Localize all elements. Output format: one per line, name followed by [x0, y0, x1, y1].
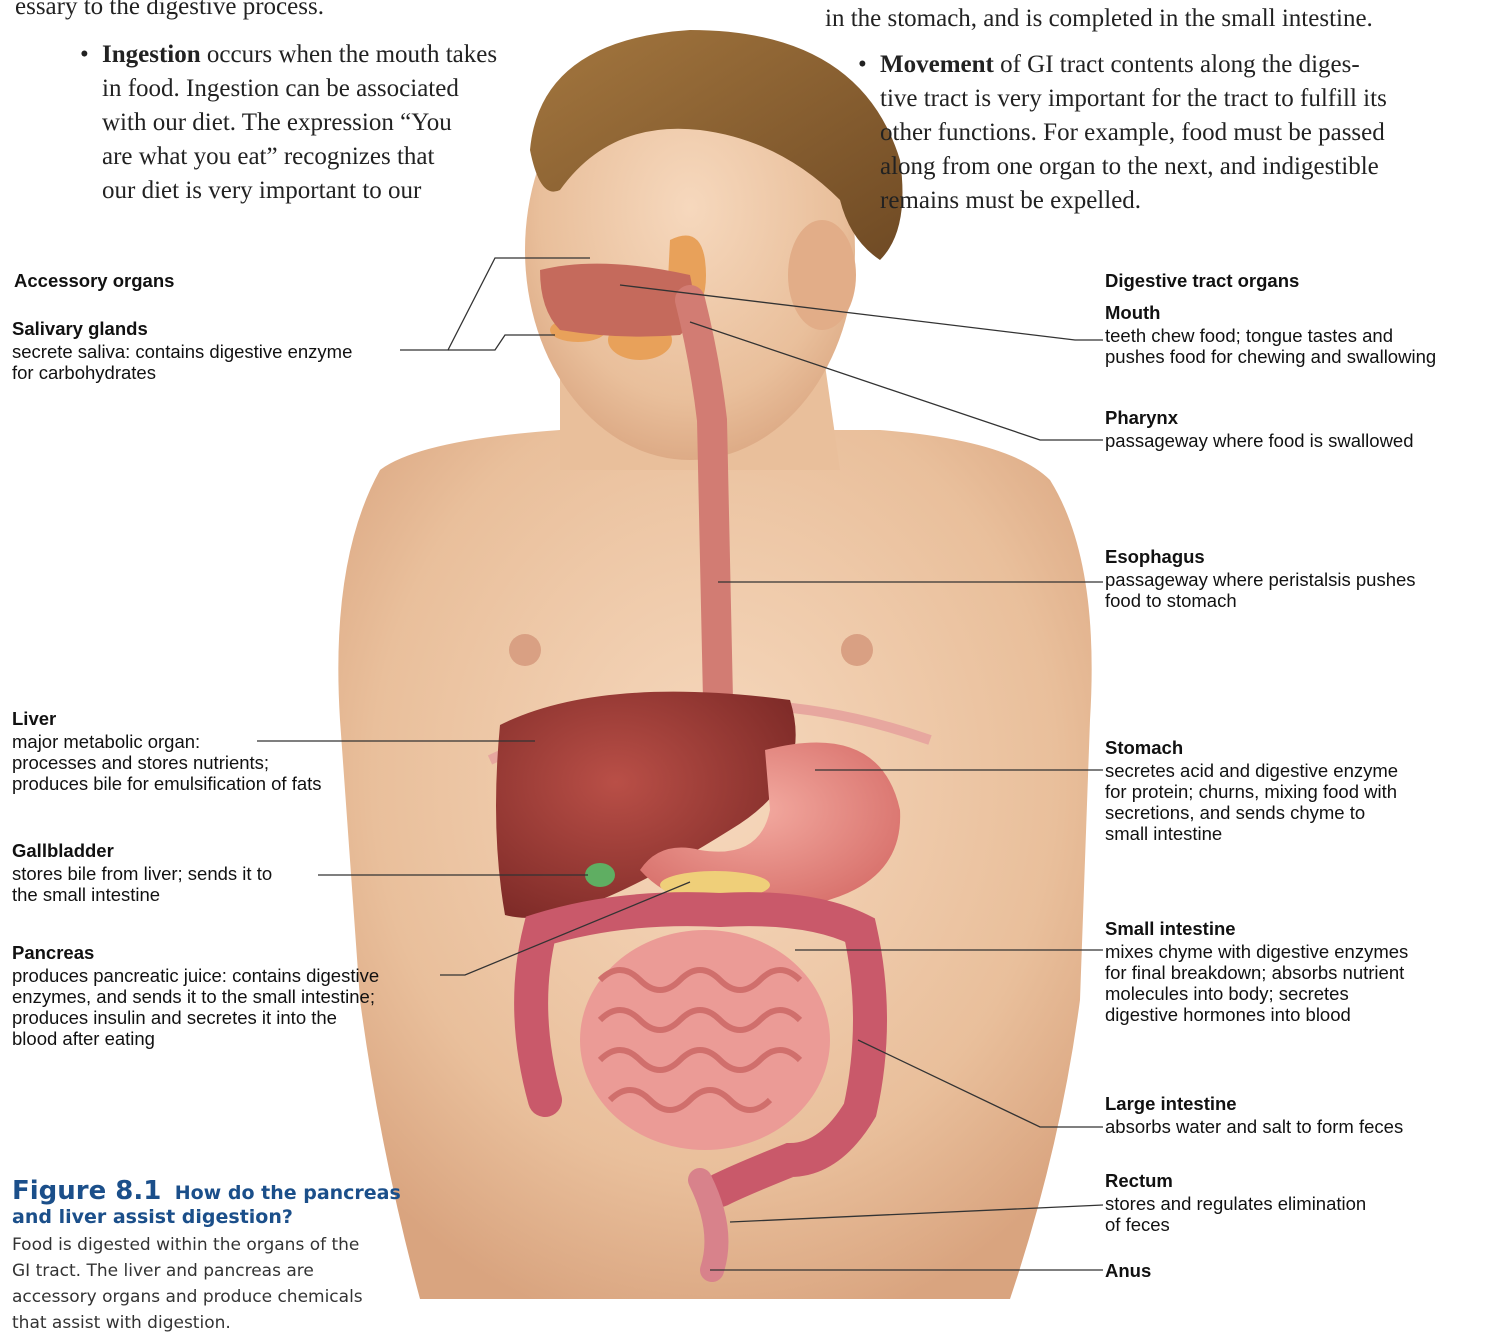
right-text-fragment: in the stomach, and is completed in the …	[825, 2, 1373, 36]
label-pharynx: Pharynx passageway where food is swallow…	[1105, 407, 1414, 451]
label-salivary-glands: Salivary glands secrete saliva: contains…	[12, 318, 352, 383]
label-gallbladder: Gallbladder stores bile from liver; send…	[12, 840, 272, 905]
label-pancreas: Pancreas produces pancreatic juice: cont…	[12, 942, 379, 1049]
label-small-intestine: Small intestine mixes chyme with digesti…	[1105, 918, 1408, 1025]
ingestion-term: Ingestion	[102, 41, 201, 68]
label-anus: Anus	[1105, 1260, 1151, 1283]
left-nipple	[509, 634, 541, 666]
bullet-icon: •	[858, 48, 867, 82]
ingestion-paragraph: • Ingestion occurs when the mouth takes …	[102, 38, 522, 208]
oral-cavity	[540, 264, 693, 337]
label-mouth: Mouth teeth chew food; tongue tastes and…	[1105, 302, 1436, 367]
accessory-organs-heading: Accessory organs	[14, 270, 174, 293]
figure-question: How do the pancreas	[175, 1182, 401, 1204]
right-nipple	[841, 634, 873, 666]
bullet-icon: •	[80, 38, 89, 72]
movement-paragraph: • Movement of GI tract contents along th…	[880, 48, 1495, 218]
figure-question-2: and liver assist digestion?	[12, 1206, 412, 1228]
label-esophagus: Esophagus passageway where peristalsis p…	[1105, 546, 1416, 611]
gallbladder	[585, 863, 615, 887]
figure-caption: Figure 8.1 How do the pancreas and liver…	[12, 1176, 412, 1336]
figure-number: Figure 8.1	[12, 1176, 161, 1206]
figure-caption-text: Food is digested within the organs of th…	[12, 1232, 412, 1336]
digestive-tract-heading: Digestive tract organs	[1105, 270, 1299, 293]
leader-salivary-2	[448, 335, 555, 350]
left-text-fragment: essary to the digestive process.	[15, 0, 324, 24]
movement-term: Movement	[880, 51, 994, 78]
label-large-intestine: Large intestine absorbs water and salt t…	[1105, 1093, 1403, 1137]
label-liver: Liver major metabolic organ: processes a…	[12, 708, 322, 794]
label-stomach: Stomach secretes acid and digestive enzy…	[1105, 737, 1398, 844]
label-rectum: Rectum stores and regulates elimination …	[1105, 1170, 1366, 1235]
small-intestine	[580, 930, 830, 1150]
ear	[788, 220, 856, 330]
